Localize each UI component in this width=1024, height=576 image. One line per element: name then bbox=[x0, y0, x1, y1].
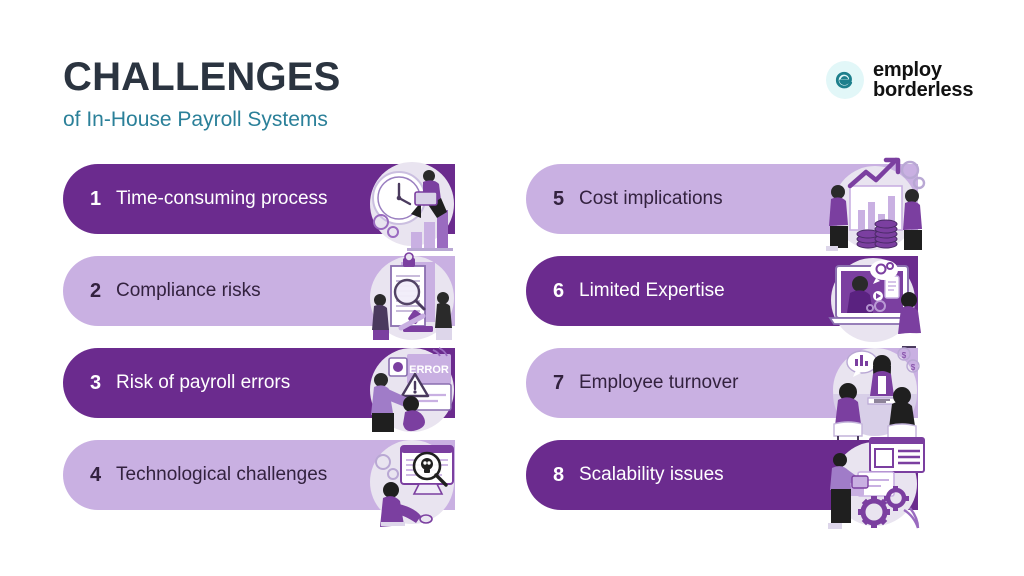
challenge-number: 8 bbox=[553, 463, 565, 486]
challenge-label: Cost implications bbox=[579, 188, 723, 209]
error-screen-warning-icon: ERROR bbox=[355, 340, 465, 450]
challenge-label: Employee turnover bbox=[579, 372, 739, 393]
coins-growth-arrow-icon bbox=[818, 156, 928, 266]
list-item[interactable]: 7 Employee turnover bbox=[526, 336, 973, 448]
svg-text:$: $ bbox=[902, 351, 907, 360]
list-item[interactable]: 1 Time-consuming process bbox=[63, 152, 510, 251]
challenge-number: 5 bbox=[553, 187, 565, 210]
logo-wordmark: employ borderless bbox=[873, 60, 973, 101]
laptop-video-call-icon bbox=[818, 248, 928, 358]
meeting-interview-icon: $ $ bbox=[818, 340, 928, 450]
list-item[interactable]: 8 Scalability issues bbox=[526, 428, 973, 529]
challenge-label: Technological challenges bbox=[116, 464, 328, 485]
challenge-number: 3 bbox=[90, 371, 102, 394]
challenge-label: Time-consuming process bbox=[116, 188, 328, 209]
clipboard-magnifier-gavel-icon bbox=[355, 248, 465, 358]
employ-e-icon bbox=[826, 61, 864, 100]
challenge-label: Scalability issues bbox=[579, 464, 724, 485]
column-left: 1 Time-consuming process bbox=[63, 152, 510, 527]
clock-person-barchart-icon bbox=[355, 156, 465, 266]
page-subtitle: of In-House Payroll Systems bbox=[63, 108, 328, 131]
brand-logo: employ borderless bbox=[826, 60, 973, 101]
list-item[interactable]: 5 Cost implications bbox=[526, 152, 973, 251]
challenge-number: 2 bbox=[90, 279, 102, 302]
challenge-number: 6 bbox=[553, 279, 565, 302]
logo-line-1: employ bbox=[873, 59, 942, 81]
list-item[interactable]: 2 Compliance risks bbox=[63, 244, 510, 340]
list-item[interactable]: 3 Risk of payroll errors ERROR bbox=[63, 336, 510, 432]
list-item[interactable]: 6 Limited Expertise bbox=[526, 244, 973, 350]
monitor-magnifier-skull-icon bbox=[355, 432, 465, 542]
challenge-label: Limited Expertise bbox=[579, 280, 725, 301]
challenge-number: 7 bbox=[553, 371, 565, 394]
column-right: 5 Cost implications bbox=[526, 152, 973, 529]
challenge-number: 1 bbox=[90, 187, 102, 210]
page-title: CHALLENGES bbox=[63, 55, 341, 99]
error-badge-text: ERROR bbox=[409, 364, 449, 376]
dashboard-gears-icon bbox=[818, 432, 928, 542]
list-item[interactable]: 4 Technological challenges bbox=[63, 428, 510, 527]
challenge-label: Risk of payroll errors bbox=[116, 372, 291, 393]
challenge-label: Compliance risks bbox=[116, 280, 261, 301]
logo-line-2: borderless bbox=[873, 79, 974, 102]
svg-text:$: $ bbox=[911, 363, 916, 372]
header: CHALLENGES of In-House Payroll Systems e… bbox=[0, 0, 1024, 150]
challenge-number: 4 bbox=[90, 463, 102, 486]
